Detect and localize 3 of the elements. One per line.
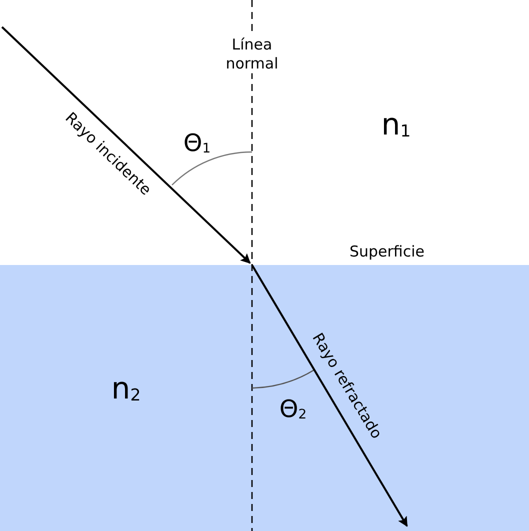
surface-label: Superficie xyxy=(349,242,425,262)
angle-label: Θ$_{2}$ xyxy=(279,394,307,424)
angle-label: Θ$_{1}$ xyxy=(183,128,211,158)
